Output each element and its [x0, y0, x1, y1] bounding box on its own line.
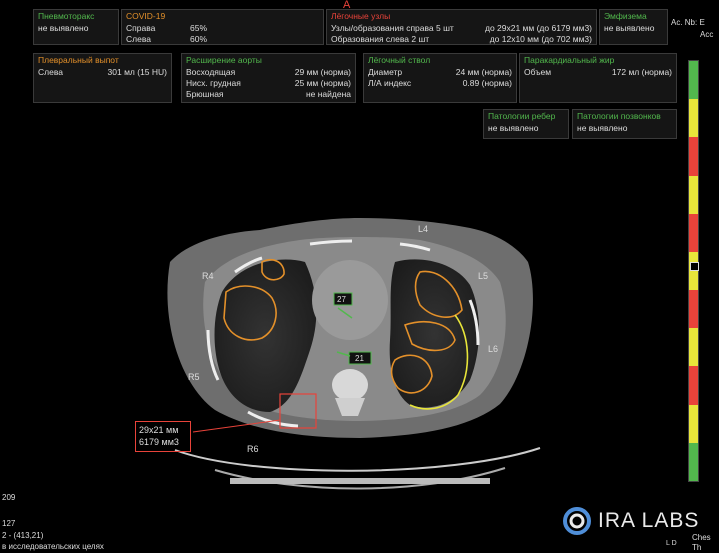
- covid-contour: [390, 354, 433, 394]
- severity-segment-red: [689, 137, 698, 176]
- severity-segment-yellow: [689, 99, 698, 138]
- top-marker: A: [343, 0, 351, 11]
- rib-label-l6: L6: [488, 344, 498, 354]
- accession-label-2: Acc: [700, 30, 714, 39]
- measurement-line: [336, 351, 351, 357]
- logo-icon: [563, 507, 591, 535]
- panel-pneumothorax[interactable]: Пневмоторакс не выявлено: [33, 9, 119, 45]
- severity-segment-green: [689, 442, 698, 481]
- severity-segment-green: [689, 61, 698, 100]
- scale-slider-handle[interactable]: [690, 262, 699, 271]
- lung-left: [389, 259, 479, 408]
- scanner-table-bar: [230, 478, 490, 484]
- panel-title: Патологии позвонков: [577, 111, 661, 121]
- trunk-diameter-badge: [348, 351, 372, 365]
- severity-segment-red: [689, 213, 698, 252]
- overlay-info-right: L D: [666, 540, 677, 547]
- rib: [206, 329, 220, 381]
- rib-label-l4: L4: [418, 224, 428, 234]
- accession-label: Ac. Nb: E: [671, 18, 705, 27]
- rib: [468, 299, 480, 346]
- rib-label-r5: R5: [188, 372, 200, 382]
- nodule-volume: 6179 мм3: [139, 437, 179, 447]
- rib: [234, 256, 263, 274]
- panel-value: не выявлено: [604, 23, 655, 33]
- severity-scale-bar[interactable]: [688, 60, 699, 482]
- pleural-effusion-contour: [409, 314, 469, 410]
- panel-emphysema[interactable]: Эмфизема не выявлено: [599, 9, 668, 45]
- spinous-process: [335, 398, 365, 416]
- overlay-info: в исследовательских целях: [2, 542, 104, 551]
- panel-title: Паракардиальный жир: [524, 55, 615, 65]
- rib-label-r4: R4: [202, 271, 214, 281]
- nodule-callout[interactable]: 29x21 мм 6179 мм3: [135, 421, 191, 452]
- covid-contour: [414, 270, 463, 318]
- panel-value: не выявлено: [488, 123, 539, 133]
- severity-segment-yellow: [689, 175, 698, 214]
- panel-title: Плевральный выпот: [38, 55, 119, 65]
- overlay-info: 127: [2, 519, 16, 528]
- nodule-size: 29x21 мм: [139, 425, 179, 435]
- severity-segment-yellow: [689, 328, 698, 367]
- panel-title: Расширение аорты: [186, 55, 262, 65]
- panel-title: Лёгочные узлы: [331, 11, 391, 21]
- panel-title: Лёгочный ствол: [368, 55, 431, 65]
- nodule-box[interactable]: [279, 393, 317, 429]
- overlay-info: 2 - (413,21): [2, 531, 44, 540]
- panel-value: не выявлено: [38, 23, 89, 33]
- covid-contour: [261, 258, 285, 281]
- panel-spine-pathology[interactable]: Патологии позвонков не выявлено: [572, 109, 677, 139]
- ira-labs-logo: IRA LABS: [562, 505, 699, 537]
- rib: [309, 239, 353, 246]
- overlay-info-right: Th: [692, 543, 702, 552]
- trunk-diameter-text: 21: [355, 354, 364, 363]
- panel-value: не выявлено: [577, 123, 628, 133]
- aorta-diameter-badge: [333, 292, 353, 306]
- panel-title: COVID-19: [126, 11, 166, 21]
- panel-title: Патологии ребер: [488, 111, 556, 121]
- panel-title: Эмфизема: [604, 11, 647, 21]
- rib-label-l5: L5: [478, 271, 488, 281]
- overlay-info-right: Ches: [692, 533, 711, 542]
- measurement-line: [337, 307, 353, 319]
- overlay-info: 209: [2, 493, 16, 502]
- vertebra: [332, 369, 368, 401]
- panel-lung-nodules[interactable]: Лёгочные узлы Узлы/образования справа 5 …: [326, 9, 597, 45]
- scanner-table: [174, 447, 541, 472]
- nodule-leader: [192, 419, 281, 433]
- severity-segment-red: [689, 366, 698, 405]
- aorta-diameter-text: 27: [337, 295, 346, 304]
- covid-contour: [223, 285, 277, 341]
- panel-rib-pathology[interactable]: Патологии ребер не выявлено: [483, 109, 569, 139]
- logo-text: IRA LABS: [598, 509, 700, 532]
- severity-segment-yellow: [689, 404, 698, 443]
- severity-segment-red: [689, 290, 698, 329]
- rib-label-r6: R6: [247, 444, 259, 454]
- covid-contour: [403, 320, 456, 352]
- panel-title: Пневмоторакс: [38, 11, 95, 21]
- rib: [399, 242, 431, 252]
